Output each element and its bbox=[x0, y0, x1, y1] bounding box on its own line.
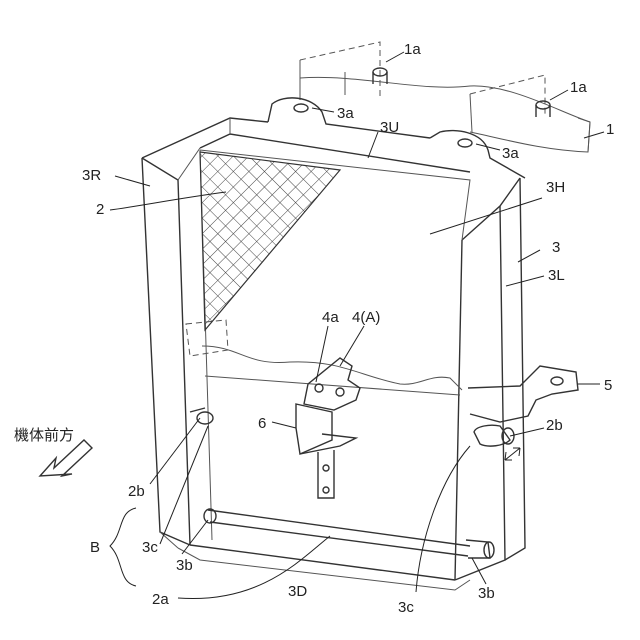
label-2a: 2a bbox=[152, 591, 169, 608]
lock-mechanism-4 bbox=[296, 358, 360, 498]
bracket-hole-3a-right bbox=[458, 139, 472, 147]
label-2b-right: 2b bbox=[546, 417, 563, 434]
label-3D: 3D bbox=[288, 583, 307, 600]
label-3: 3 bbox=[552, 239, 560, 256]
body-frame-1 bbox=[300, 42, 590, 152]
bracket-5-hole bbox=[551, 377, 563, 385]
label-4A: 4(A) bbox=[352, 309, 380, 326]
pivot-parts bbox=[190, 408, 520, 558]
label-1a-top: 1a bbox=[404, 41, 421, 58]
label-2: 2 bbox=[96, 201, 104, 218]
lock-pin-4a bbox=[315, 384, 323, 392]
dust-screen-2 bbox=[200, 152, 340, 330]
label-5: 5 bbox=[604, 377, 612, 394]
label-4a: 4a bbox=[322, 309, 339, 326]
label-3b-left: 3b bbox=[176, 557, 193, 574]
label-B: B bbox=[90, 539, 100, 556]
label-3L: 3L bbox=[548, 267, 565, 284]
bracket-hole-3a-left bbox=[294, 104, 308, 112]
label-3R: 3R bbox=[82, 167, 101, 184]
label-1: 1 bbox=[606, 121, 614, 138]
shaft-2a bbox=[208, 510, 470, 556]
label-3a-left: 3a bbox=[337, 105, 354, 122]
label-6: 6 bbox=[258, 415, 266, 432]
label-1a-right: 1a bbox=[570, 79, 587, 96]
label-machine-front: 機体前方 bbox=[14, 426, 74, 444]
label-3c-bottom: 3c bbox=[398, 599, 414, 616]
label-3b-right: 3b bbox=[478, 585, 495, 602]
label-3a-right: 3a bbox=[502, 145, 519, 162]
front-direction-arrow bbox=[40, 440, 92, 476]
label-3H: 3H bbox=[546, 179, 565, 196]
label-3c-left: 3c bbox=[142, 539, 158, 556]
label-3U: 3U bbox=[380, 119, 399, 136]
label-2b-left: 2b bbox=[128, 483, 145, 500]
